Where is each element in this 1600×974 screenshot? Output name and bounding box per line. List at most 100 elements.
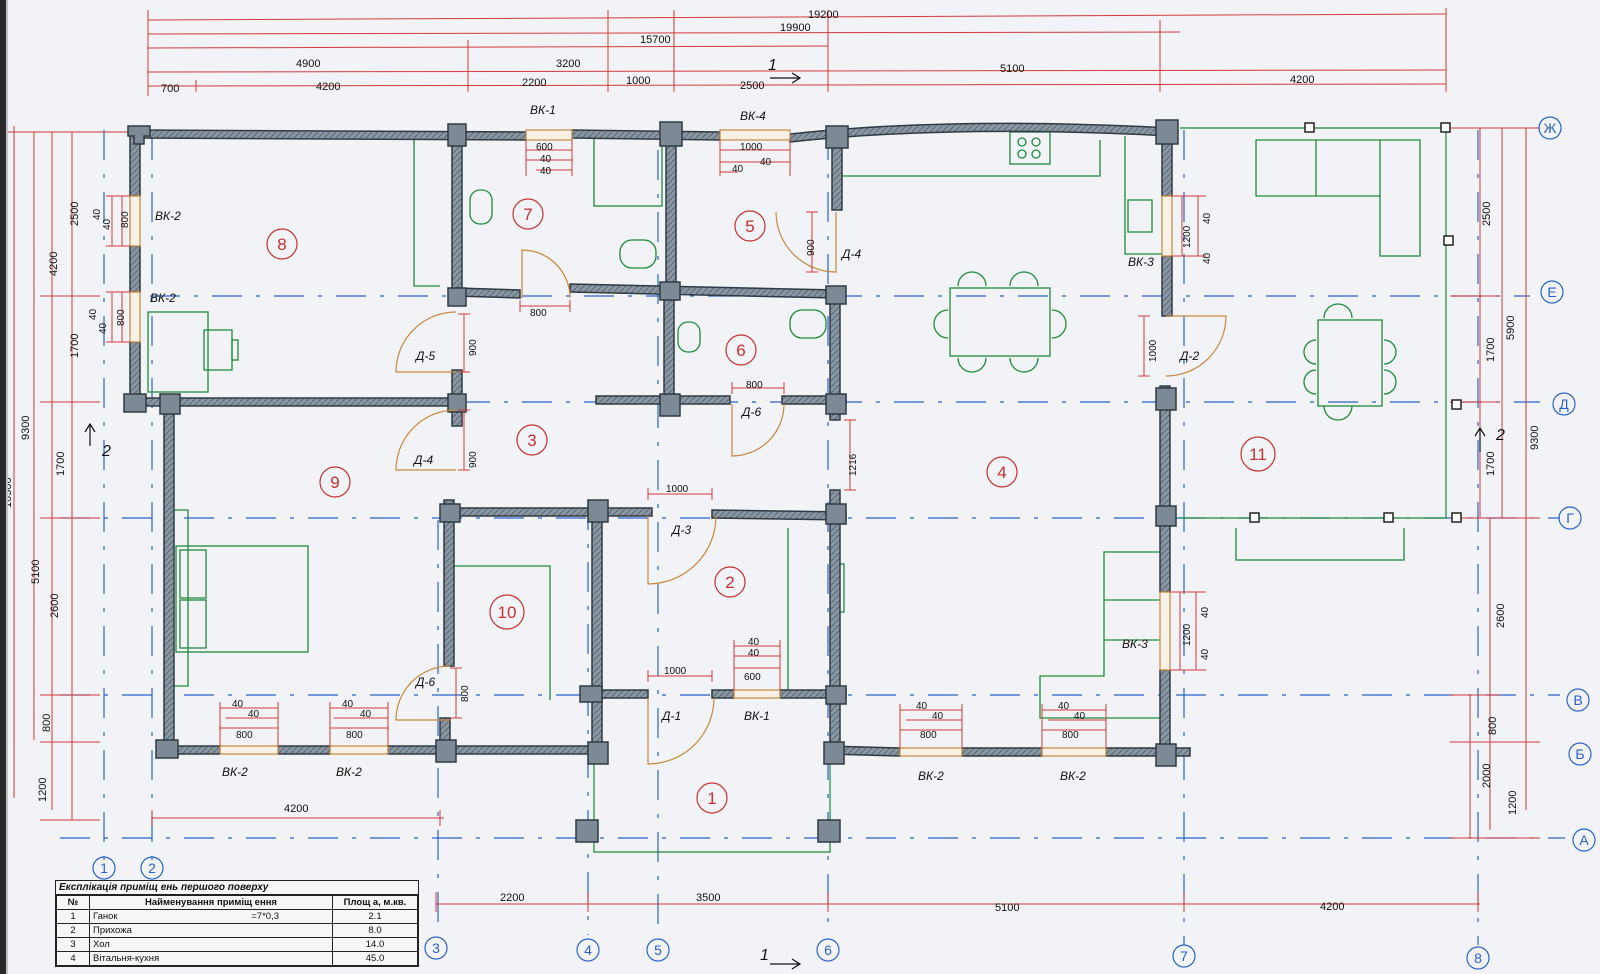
axis-g: Г	[1558, 506, 1582, 530]
svg-text:1: 1	[707, 789, 716, 808]
svg-text:Г: Г	[1566, 510, 1574, 526]
svg-text:1200: 1200	[1182, 623, 1193, 646]
svg-text:800: 800	[530, 308, 547, 319]
dim-2500-right: 2500	[1481, 202, 1493, 226]
row-area: 14.0	[332, 937, 418, 952]
svg-text:900: 900	[468, 451, 479, 468]
svg-text:800: 800	[236, 730, 253, 741]
dim-1700a-left: 1700	[69, 334, 81, 358]
table-row: 2 Прихожа 8.0	[56, 923, 418, 938]
table-header-row: № Найменування приміщ ення Площ а, м.кв.	[56, 895, 418, 910]
row-area: 45.0	[332, 951, 418, 966]
dim-2000-right: 2000	[1481, 764, 1493, 788]
svg-text:600: 600	[744, 672, 761, 683]
axis-a: А	[1572, 828, 1596, 852]
room-name: Ганок	[93, 910, 118, 922]
dim-4200b: 4200	[316, 81, 340, 93]
svg-text:ВК-3: ВК-3	[1128, 255, 1154, 269]
svg-text:40: 40	[232, 699, 244, 710]
axis-1: 1	[92, 856, 116, 880]
axis-3: 3	[424, 936, 448, 960]
dim-2500: 2500	[740, 80, 764, 92]
dim-1700b-right: 1700	[1485, 452, 1497, 476]
windows	[129, 129, 1173, 757]
svg-text:Д-4: Д-4	[412, 453, 433, 467]
svg-text:2: 2	[725, 573, 734, 592]
axis-v: В	[1566, 688, 1590, 712]
dim-4900: 4900	[296, 58, 320, 70]
svg-text:ВК-2: ВК-2	[336, 765, 362, 779]
svg-text:ВК-2: ВК-2	[1060, 769, 1086, 783]
dim-4200-left: 4200	[48, 252, 60, 276]
svg-text:2: 2	[148, 860, 156, 876]
dim-1200-left: 1200	[37, 778, 49, 802]
svg-text:3: 3	[527, 431, 536, 450]
window-marks: ВК-1 ВК-4 ВК-2 ВК-2 ВК-3 ВК-3 ВК-2 ВК-2 …	[150, 103, 1154, 783]
col-header-area: Площ а, м.кв.	[332, 895, 418, 910]
dim-2200: 2200	[522, 77, 546, 89]
room-1: 1	[696, 782, 728, 814]
row-no: 4	[56, 951, 90, 966]
dim-5100-left: 5100	[30, 560, 42, 584]
dim-4200-top: 4200	[1290, 74, 1314, 86]
axis-2: 2	[140, 856, 164, 880]
dim-2600-left: 2600	[49, 594, 61, 618]
svg-text:1000: 1000	[740, 142, 763, 153]
svg-text:40: 40	[932, 711, 944, 722]
axis-d: Д	[1552, 392, 1576, 416]
svg-text:1: 1	[760, 947, 769, 964]
dim-1700a-right: 1700	[1485, 338, 1497, 362]
svg-text:Д-4: Д-4	[840, 247, 861, 261]
svg-text:40: 40	[1058, 701, 1070, 712]
room-9: 9	[319, 466, 351, 498]
dim-700: 700	[161, 83, 179, 95]
room-10: 10	[489, 594, 525, 630]
row-no: 2	[56, 923, 90, 938]
terrace-posts	[1249, 122, 1462, 523]
bottom-dimensions	[151, 810, 1480, 912]
dim-9300: 9300	[20, 416, 32, 440]
top-dimension-labels: 19200 19900 15700 4900 3200 5100 4200 70…	[161, 9, 1314, 95]
dim-3500-bottom: 3500	[696, 892, 720, 904]
svg-text:40: 40	[760, 157, 772, 168]
furniture	[147, 127, 1447, 853]
svg-text:1000: 1000	[664, 666, 687, 677]
row-no: 1	[56, 909, 90, 924]
axis-8: 8	[1466, 946, 1490, 970]
table-row: 1 Ганок=7*0,3 2.1	[56, 909, 418, 924]
svg-text:40: 40	[916, 701, 928, 712]
dim-1000: 1000	[626, 75, 650, 87]
svg-text:ВК-1: ВК-1	[530, 103, 556, 117]
svg-text:4: 4	[997, 463, 1006, 482]
svg-text:40: 40	[748, 648, 760, 659]
axis-5: 5	[646, 938, 670, 962]
room-name: Вітальня-кухня	[89, 951, 333, 966]
svg-text:40: 40	[748, 637, 760, 648]
dim-15700: 15700	[640, 34, 671, 46]
table-row: 4 Вітальня-кухня 45.0	[56, 951, 418, 966]
svg-text:40: 40	[102, 218, 113, 230]
svg-text:1000: 1000	[1148, 339, 1159, 362]
axis-b: Б	[1568, 742, 1592, 766]
col-header-no: №	[56, 895, 90, 910]
svg-text:40: 40	[1200, 606, 1211, 618]
axis-4: 4	[576, 938, 600, 962]
explication-grid: № Найменування приміщ ення Площ а, м.кв.…	[56, 895, 418, 966]
axis-6: 6	[816, 938, 840, 962]
axis-zh: Ж	[1538, 116, 1562, 140]
opening-dimensions	[106, 140, 1206, 748]
dim-2200-bottom: 2200	[500, 892, 524, 904]
svg-text:800: 800	[460, 685, 471, 702]
dim-19900: 19900	[780, 22, 811, 34]
axis-ye: Е	[1540, 280, 1564, 304]
svg-text:1000: 1000	[666, 484, 689, 495]
svg-text:7: 7	[1180, 948, 1188, 964]
svg-text:Д-2: Д-2	[1178, 349, 1199, 363]
svg-text:Д-5: Д-5	[414, 349, 435, 363]
right-dimension-labels: 2500 5900 1700 1700 9300 2600 800 2000 1…	[1481, 202, 1541, 815]
svg-text:ВК-4: ВК-4	[740, 109, 766, 123]
svg-text:40: 40	[1202, 252, 1213, 264]
row-no: 3	[56, 937, 90, 952]
dim-3200: 3200	[556, 58, 580, 70]
